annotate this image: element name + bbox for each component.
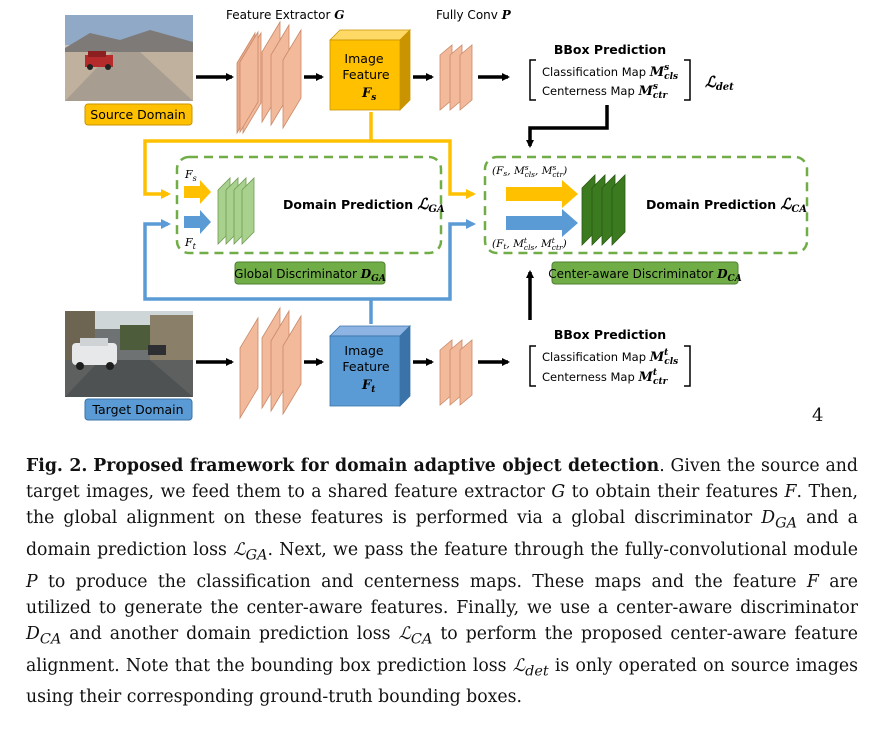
global-discriminator-label: Global Discriminator DGA <box>234 267 386 284</box>
source-image-feature-text: Image Feature <box>342 51 390 82</box>
target-feature-routing <box>143 219 476 324</box>
global-discriminator-inputs <box>184 180 211 234</box>
bbox-prediction-top-title: BBox Prediction <box>554 42 666 57</box>
flow-arrows <box>196 73 609 366</box>
global-discriminator-tag <box>234 261 386 285</box>
target-image <box>65 311 193 397</box>
domain-prediction-ga: Domain Prediction ℒGA <box>283 195 445 215</box>
center-aware-layers <box>581 174 626 246</box>
framework-diagram: Feature Extractor G Fully Conv P Image F… <box>65 8 809 421</box>
target-image-feature-text: Image Feature <box>342 343 390 374</box>
loss-det: ℒdet <box>705 73 734 93</box>
source-fully-conv <box>439 44 473 111</box>
global-discriminator-region <box>175 155 443 255</box>
domain-prediction-ca: Domain Prediction ℒCA <box>646 195 807 215</box>
source-feature-symbol: Fs <box>361 86 376 103</box>
figure-label: Fig. 2. <box>26 456 88 476</box>
global-discriminator-layers <box>217 177 255 245</box>
target-feature-extractor <box>239 306 302 420</box>
feature-extractor-label: Feature Extractor G <box>226 8 345 22</box>
target-fully-conv <box>439 339 473 406</box>
page-number: 4 <box>812 405 824 426</box>
source-domain-tag <box>84 103 193 126</box>
center-aware-inputs <box>506 180 578 237</box>
source-feature-routing <box>143 112 476 199</box>
gd-input-ft: Ft <box>184 236 197 251</box>
center-aware-discriminator-region <box>483 155 809 255</box>
figure-title: Proposed framework for domain adaptive o… <box>93 456 660 476</box>
fully-conv-label: Fully Conv P <box>436 8 512 22</box>
source-feature-extractor <box>236 20 302 135</box>
target-domain-tag <box>84 398 193 421</box>
center-aware-discriminator-tag <box>551 261 739 285</box>
bbox-prediction-bottom-title: BBox Prediction <box>554 327 666 342</box>
target-domain-label: Target Domain <box>91 402 183 417</box>
figure-caption: Fig. 2. Proposed framework for domain ad… <box>26 456 858 708</box>
target-feature-symbol: Ft <box>361 378 376 395</box>
gd-input-fs: Fs <box>184 168 197 183</box>
bbox-brackets <box>529 59 691 387</box>
center-aware-discriminator-label: Center-aware Discriminator DCA <box>548 267 741 284</box>
source-image-feature-box <box>329 29 411 111</box>
source-image <box>65 15 193 101</box>
target-image-feature-box <box>329 325 411 407</box>
source-domain-label: Source Domain <box>90 107 185 122</box>
